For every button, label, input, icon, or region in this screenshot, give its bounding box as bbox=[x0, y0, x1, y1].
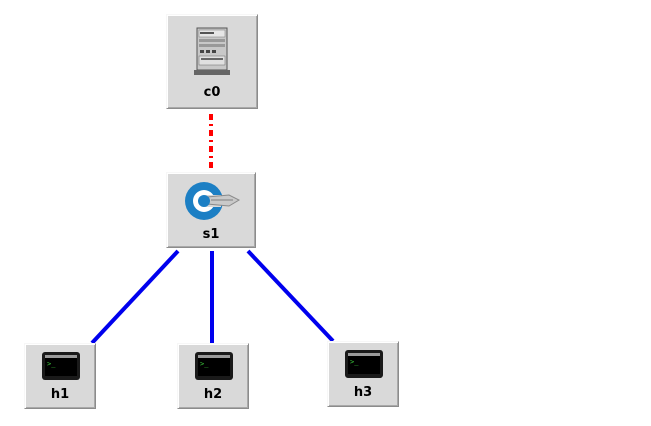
host-label-h1: h1 bbox=[50, 387, 70, 402]
host-terminal-icon: >_ bbox=[345, 350, 383, 378]
svg-text:>_: >_ bbox=[47, 360, 56, 368]
controller-node-c0[interactable]: c0 bbox=[166, 14, 258, 109]
link-s1-h3[interactable] bbox=[246, 249, 335, 343]
host-node-h3[interactable]: >_ h3 bbox=[327, 341, 399, 407]
host-terminal-icon: >_ bbox=[195, 352, 233, 380]
controller-label: c0 bbox=[203, 85, 221, 100]
host-label-h2: h2 bbox=[203, 387, 223, 402]
switch-node-s1[interactable]: s1 bbox=[166, 172, 256, 248]
switch-label: s1 bbox=[202, 227, 220, 242]
host-label-h3: h3 bbox=[353, 385, 373, 400]
link-s1-h1[interactable] bbox=[90, 249, 180, 345]
svg-text:>_: >_ bbox=[350, 358, 359, 366]
controller-server-icon bbox=[194, 27, 230, 75]
host-terminal-icon: >_ bbox=[42, 352, 80, 380]
host-node-h1[interactable]: >_ h1 bbox=[24, 343, 96, 409]
host-node-h2[interactable]: >_ h2 bbox=[177, 343, 249, 409]
switch-icon bbox=[185, 182, 241, 220]
svg-text:>_: >_ bbox=[200, 360, 209, 368]
